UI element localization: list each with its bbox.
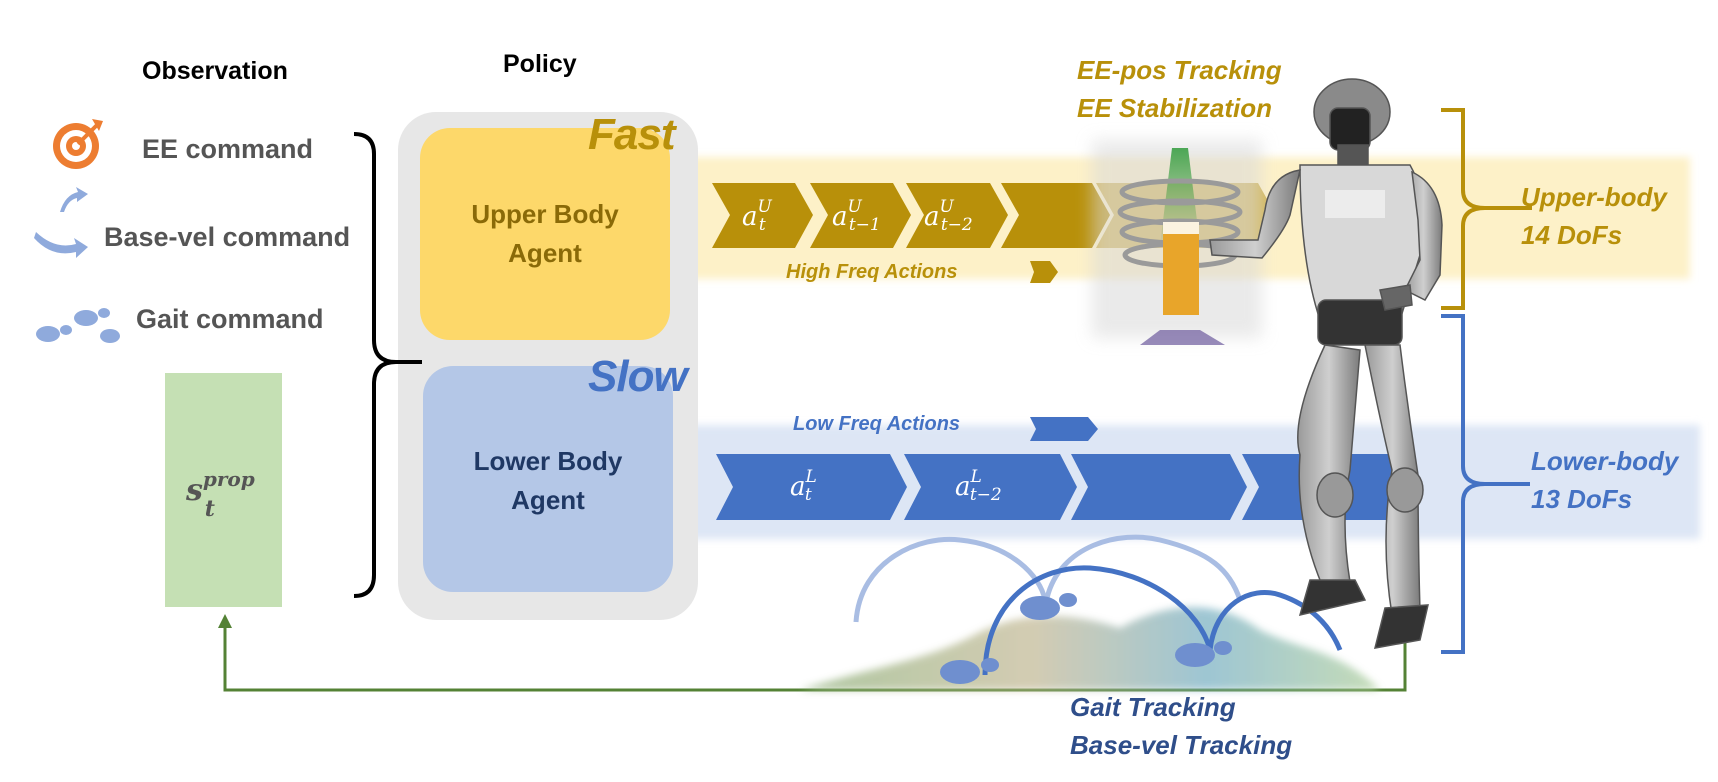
ee-tracking-line2: EE Stabilization — [1077, 93, 1273, 123]
robot-hand — [1379, 284, 1413, 311]
lower-body-brace — [1441, 314, 1530, 654]
gait-arcs — [853, 534, 1343, 676]
ee-tracking-label: EE-pos Tracking EE Stabilization — [1077, 51, 1282, 127]
lower-chevron-2 — [904, 454, 1077, 520]
upper-body-agent-label: Upper Body Agent — [420, 195, 670, 273]
low-freq-actions-label: Low Freq Actions — [793, 413, 961, 435]
upper-body-line2: 14 DoFs — [1521, 220, 1623, 250]
upper-body-brace — [1441, 108, 1532, 310]
upper-body-line1: Upper-body — [1521, 182, 1667, 212]
footprints-icon — [36, 308, 120, 343]
slow-label: Slow — [588, 352, 688, 401]
lower-agent-line2: Agent — [511, 485, 585, 515]
lower-body-agent-label: Lower Body Agent — [423, 442, 673, 520]
state-box — [165, 373, 282, 607]
fast-label: Fast — [588, 110, 675, 159]
lower-chevron-1 — [716, 454, 907, 520]
terrain — [800, 607, 1380, 690]
curved-arrows-icon — [34, 187, 88, 258]
ee-visualization — [1092, 140, 1262, 345]
feedback-arrowhead — [218, 614, 232, 628]
gait-arc-3 — [982, 565, 1213, 676]
gait-tracking-line2: Base-vel Tracking — [1070, 730, 1293, 760]
lower-agent-line1: Lower Body — [473, 446, 623, 476]
observation-bracket — [353, 132, 422, 598]
upper-chevron-1 — [712, 183, 813, 248]
high-freq-actions-label: High Freq Actions — [786, 261, 958, 283]
gait-command-label: Gait command — [136, 304, 324, 334]
base-vel-command-label: Base-vel command — [104, 222, 351, 252]
upper-agent-line2: Agent — [508, 238, 582, 268]
ee-tracking-line1: EE-pos Tracking — [1077, 55, 1282, 85]
lower-chevron-3 — [1071, 454, 1247, 520]
gait-arc-4 — [1207, 589, 1343, 651]
lower-body-line2: 13 DoFs — [1531, 484, 1633, 514]
lower-agent-box — [423, 366, 673, 592]
upper-chevron-3 — [906, 183, 1008, 248]
lower-body-dofs-label: Lower-body 13 DoFs — [1531, 442, 1678, 518]
robot-left-leg — [1297, 344, 1361, 586]
policy-header: Policy — [503, 50, 577, 78]
gait-arc-1 — [853, 536, 1048, 623]
lower-body-line1: Lower-body — [1531, 446, 1679, 476]
gait-arc-2 — [1044, 534, 1243, 601]
upper-chevron-4 — [1001, 183, 1110, 248]
robot-left-arm — [1209, 169, 1301, 259]
observation-header: Observation — [142, 57, 288, 85]
scene-footprints — [940, 593, 1232, 684]
high-freq-marker — [1030, 261, 1058, 283]
robot-right-foot — [1373, 604, 1429, 649]
upper-body-dofs-label: Upper-body 14 DoFs — [1521, 178, 1667, 254]
robot-left-foot — [1298, 579, 1367, 617]
upper-chevron-2 — [810, 183, 911, 248]
gait-tracking-line1: Gait Tracking — [1070, 692, 1236, 722]
upper-agent-line1: Upper Body — [471, 199, 619, 229]
upper-agent-box — [420, 128, 670, 340]
target-icon — [53, 119, 103, 169]
gait-tracking-label: Gait Tracking Base-vel Tracking — [1070, 688, 1292, 764]
humanoid-robot — [1209, 78, 1443, 649]
ee-command-label: EE command — [142, 134, 314, 164]
low-freq-marker — [1030, 417, 1098, 441]
